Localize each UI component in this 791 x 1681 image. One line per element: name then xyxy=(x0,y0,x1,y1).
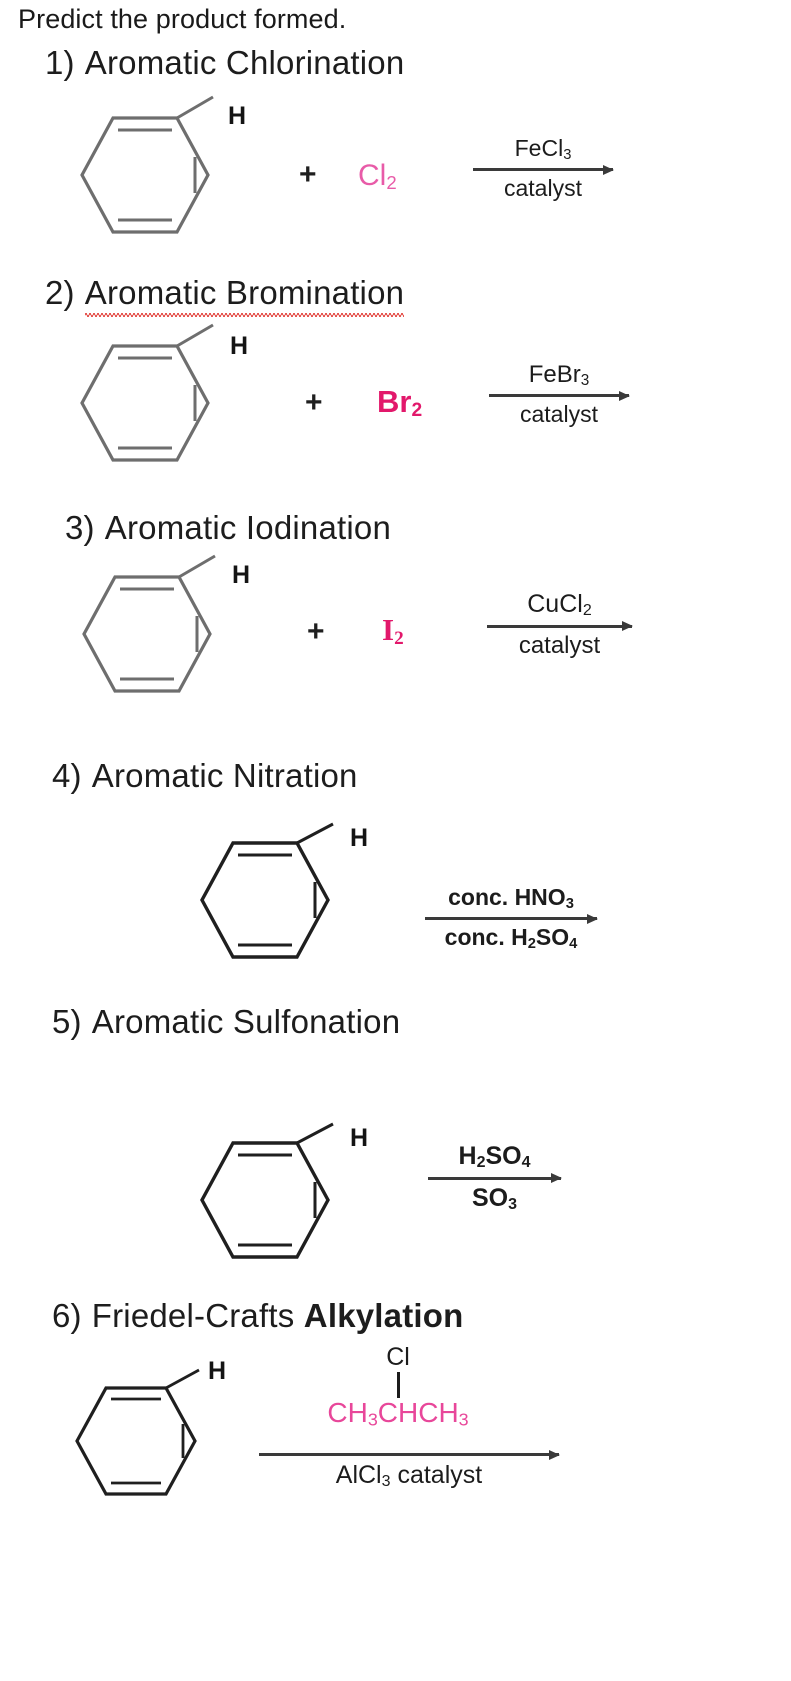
condition-above-5-sub2: 4 xyxy=(521,1154,531,1172)
condition-below-5-text: SO xyxy=(471,1183,509,1212)
condition-below-5-sub: 3 xyxy=(508,1196,518,1214)
reagent-1-formula: Cl xyxy=(358,159,387,192)
arrow-line-3 xyxy=(487,624,632,628)
condition-above-1-text: FeCl xyxy=(514,135,564,161)
alkyl-chain-b: CHCH xyxy=(377,1397,459,1428)
alkyl-chain-a-sub: 3 xyxy=(367,1409,378,1430)
substrate-h-label-2: H xyxy=(230,332,249,360)
condition-below-6-tail: catalyst xyxy=(390,1461,483,1489)
chlorine-label: Cl xyxy=(386,1343,410,1371)
reagent-iodine: I2 xyxy=(382,614,404,648)
reaction-3-name: Aromatic Iodination xyxy=(104,509,392,546)
reaction-1-heading: 1)Aromatic Chlorination xyxy=(45,44,404,82)
benzene-ring-6 xyxy=(75,1368,200,1503)
condition-above-1-sub: 3 xyxy=(563,146,572,163)
reaction-1-number: 1) xyxy=(45,44,75,81)
condition-above-1: FeCl3 xyxy=(473,136,613,163)
reaction-4-number: 4) xyxy=(52,757,82,794)
condition-above-2: FeBr3 xyxy=(489,362,629,389)
reagent-2-formula: Br xyxy=(377,384,412,419)
condition-above-5: H2SO4 xyxy=(428,1143,561,1172)
plus-sign-3: + xyxy=(307,615,325,648)
reagent-3-subscript: 2 xyxy=(394,628,404,650)
reagent-bromine: Br2 xyxy=(377,386,422,420)
substrate-h-label-6: H xyxy=(208,1357,227,1385)
condition-below-4-tail: SO xyxy=(535,924,570,951)
condition-above-2-text: FeBr xyxy=(528,361,581,388)
condition-below-4-sub2: 4 xyxy=(569,936,578,953)
substrate-h-label-4: H xyxy=(350,824,369,852)
benzene-ring-3 xyxy=(82,554,216,700)
condition-above-5-sub: 2 xyxy=(476,1154,486,1172)
arrow-line-4 xyxy=(425,917,597,921)
condition-below-4: conc. H2SO4 xyxy=(425,925,597,952)
page-title: Predict the product formed. xyxy=(18,4,347,34)
benzene-ring-4 xyxy=(200,822,334,966)
alkyl-chain-formula: CH3CHCH3 xyxy=(318,1399,478,1430)
reaction-5-name: Aromatic Sulfonation xyxy=(91,1003,401,1040)
reaction-1-name: Aromatic Chlorination xyxy=(84,44,405,81)
reaction-arrow-3: CuCl2 catalyst xyxy=(487,591,632,658)
reaction-3-heading: 3)Aromatic Iodination xyxy=(65,509,391,547)
reaction-6-number: 6) xyxy=(52,1297,82,1334)
condition-below-6-text: AlCl xyxy=(335,1461,382,1489)
condition-below-4-sub: 2 xyxy=(527,936,536,953)
benzene-ring-5 xyxy=(200,1122,334,1266)
reaction-arrow-2: FeBr3 catalyst xyxy=(489,362,629,426)
arrow-line-5 xyxy=(428,1176,561,1180)
condition-below-4-text: conc. H xyxy=(444,924,528,951)
reagent-1-subscript: 2 xyxy=(386,172,397,194)
reaction-arrow-4: conc. HNO3 conc. H2SO4 xyxy=(425,885,597,953)
condition-below-3: catalyst xyxy=(518,631,601,659)
condition-above-5-text: H xyxy=(458,1142,477,1170)
benzene-ring-2 xyxy=(80,323,214,469)
condition-above-4-text: conc. HNO xyxy=(448,884,566,910)
reaction-2-heading: 2)Aromatic Bromination xyxy=(45,274,405,317)
c-cl-bond xyxy=(396,1372,400,1398)
substrate-h-label-5: H xyxy=(350,1124,369,1152)
condition-above-3-text: CuCl xyxy=(527,590,583,618)
reaction-3-number: 3) xyxy=(65,509,95,546)
substrate-h-label-1: H xyxy=(228,102,247,130)
condition-above-3: CuCl2 xyxy=(487,591,632,620)
reaction-6-name-plain: Friedel-Crafts xyxy=(91,1297,304,1334)
arrow-line-2 xyxy=(489,394,629,398)
reagent-chlorine: Cl2 xyxy=(358,161,397,193)
plus-sign-2: + xyxy=(305,386,323,419)
benzene-ring-1 xyxy=(80,95,214,241)
arrow-line-1 xyxy=(473,168,613,172)
condition-below-1: catalyst xyxy=(504,175,582,202)
reaction-5-number: 5) xyxy=(52,1003,82,1040)
reaction-2-number: 2) xyxy=(45,274,75,311)
plus-sign-1: + xyxy=(299,158,317,191)
condition-below-6-sub: 3 xyxy=(381,1473,391,1491)
condition-above-4-sub: 3 xyxy=(565,895,574,912)
condition-below-2: catalyst xyxy=(520,401,598,428)
reaction-arrow-6: AlCl3 catalyst xyxy=(259,1448,559,1491)
alkyl-halide-reagent: Cl CH3CHCH3 xyxy=(318,1345,478,1430)
condition-above-3-sub: 2 xyxy=(582,602,592,620)
reaction-4-heading: 4)Aromatic Nitration xyxy=(52,757,358,795)
reaction-6-name-bold: Alkylation xyxy=(303,1297,464,1334)
alkyl-chain-a: CH xyxy=(327,1397,368,1428)
reagent-2-subscript: 2 xyxy=(411,400,423,422)
reaction-5-heading: 5)Aromatic Sulfonation xyxy=(52,1003,400,1041)
condition-above-2-sub: 3 xyxy=(580,372,590,390)
condition-below-6: AlCl3 catalyst xyxy=(259,1461,559,1491)
reaction-2-name: Aromatic Bromination xyxy=(84,274,405,317)
condition-above-5-tail: SO xyxy=(485,1142,522,1170)
substrate-h-label-3: H xyxy=(232,561,251,589)
reaction-6-heading: 6)Friedel-Crafts Alkylation xyxy=(52,1297,464,1335)
reaction-arrow-1: FeCl3 catalyst xyxy=(473,136,613,201)
reagent-3-formula: I xyxy=(382,612,395,647)
alkyl-chain-b-sub: 3 xyxy=(458,1409,469,1430)
condition-above-4: conc. HNO3 xyxy=(425,885,597,912)
arrow-line-6 xyxy=(259,1453,559,1456)
reaction-4-name: Aromatic Nitration xyxy=(91,757,358,794)
condition-below-5: SO3 xyxy=(428,1185,561,1214)
reaction-arrow-5: H2SO4 SO3 xyxy=(428,1143,561,1214)
